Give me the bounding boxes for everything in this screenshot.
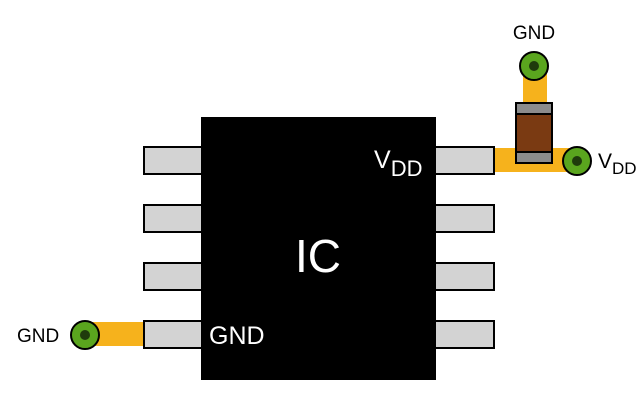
pin-left-1 [143,146,205,175]
pin-left-4-gnd [143,320,205,349]
pin-right-3 [433,262,495,291]
capacitor-cap-bottom [515,151,553,164]
pin-right-4 [433,320,495,349]
label-gnd-top: GND [513,23,555,44]
pin-right-2 [433,204,495,233]
pin-left-3 [143,262,205,291]
label-vdd-right-main: V [598,150,612,173]
ic-chip-body [201,117,436,380]
pin-label-gnd: GND [209,322,265,350]
pin-right-1-vdd [433,146,495,175]
via-vdd-right [562,146,592,176]
via-gnd-left [70,320,100,350]
label-gnd-left: GND [17,326,59,347]
label-vdd-right: VDD [598,150,637,178]
label-vdd-right-sub: DD [612,159,637,178]
ic-label: IC [295,230,341,282]
pin-label-vdd-sub: DD [391,156,423,181]
capacitor-cap-top [515,102,553,115]
via-gnd-top [519,51,549,81]
pin-label-vdd: VDD [374,146,422,181]
pin-left-2 [143,204,205,233]
pin-label-vdd-main: V [374,146,391,174]
